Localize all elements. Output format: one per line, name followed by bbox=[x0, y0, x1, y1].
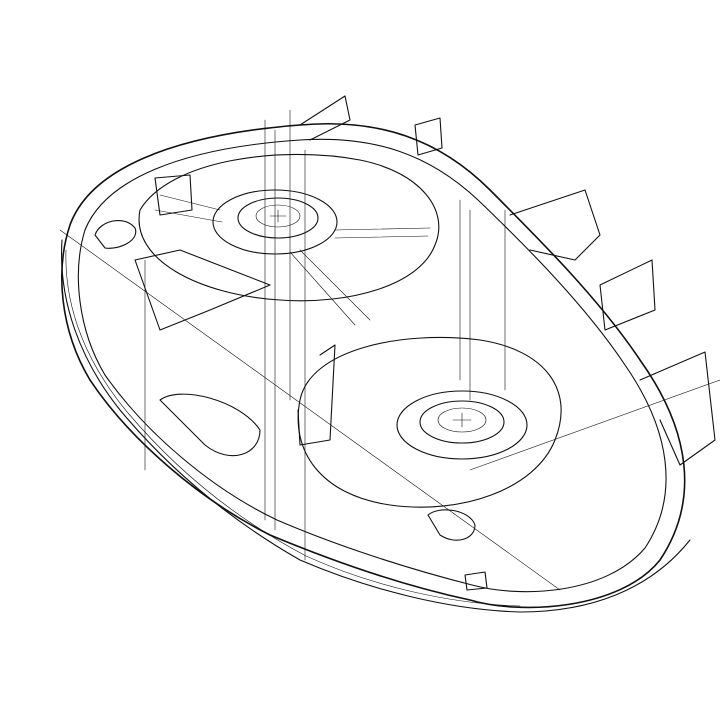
right-plate bbox=[599, 259, 656, 331]
deck-lower-skirt bbox=[60, 239, 691, 613]
deck-inner-rim bbox=[77, 138, 667, 593]
right-chamber bbox=[297, 337, 562, 508]
deck-lines bbox=[59, 95, 720, 613]
guide-line bbox=[59, 109, 720, 591]
right-spindle-inner bbox=[419, 400, 505, 444]
left-slot bbox=[159, 393, 261, 457]
tab-top-right bbox=[414, 117, 443, 156]
left-rib-2 bbox=[289, 249, 371, 326]
front-boss bbox=[427, 509, 476, 541]
right-bracket bbox=[509, 189, 601, 261]
left-baffle bbox=[134, 249, 271, 331]
left-spindle-center bbox=[269, 209, 287, 223]
left-rib-1 bbox=[334, 227, 431, 239]
left-tab bbox=[154, 174, 193, 216]
right-hitch bbox=[639, 351, 716, 466]
deck-skirt-edge bbox=[65, 249, 521, 607]
left-spindle-inner bbox=[237, 197, 319, 239]
right-spindle-center bbox=[452, 412, 472, 428]
left-spindle-hub bbox=[255, 204, 301, 228]
top-bracket bbox=[299, 95, 351, 141]
deck-outer-rim bbox=[61, 122, 686, 609]
center-tab bbox=[297, 344, 336, 446]
right-spindle-outer bbox=[396, 390, 528, 460]
left-bolt-boss bbox=[94, 219, 137, 249]
front-clip bbox=[464, 571, 488, 591]
left-chamber bbox=[138, 153, 440, 302]
right-spindle-hub bbox=[437, 407, 487, 433]
left-rib-3 bbox=[154, 194, 223, 223]
